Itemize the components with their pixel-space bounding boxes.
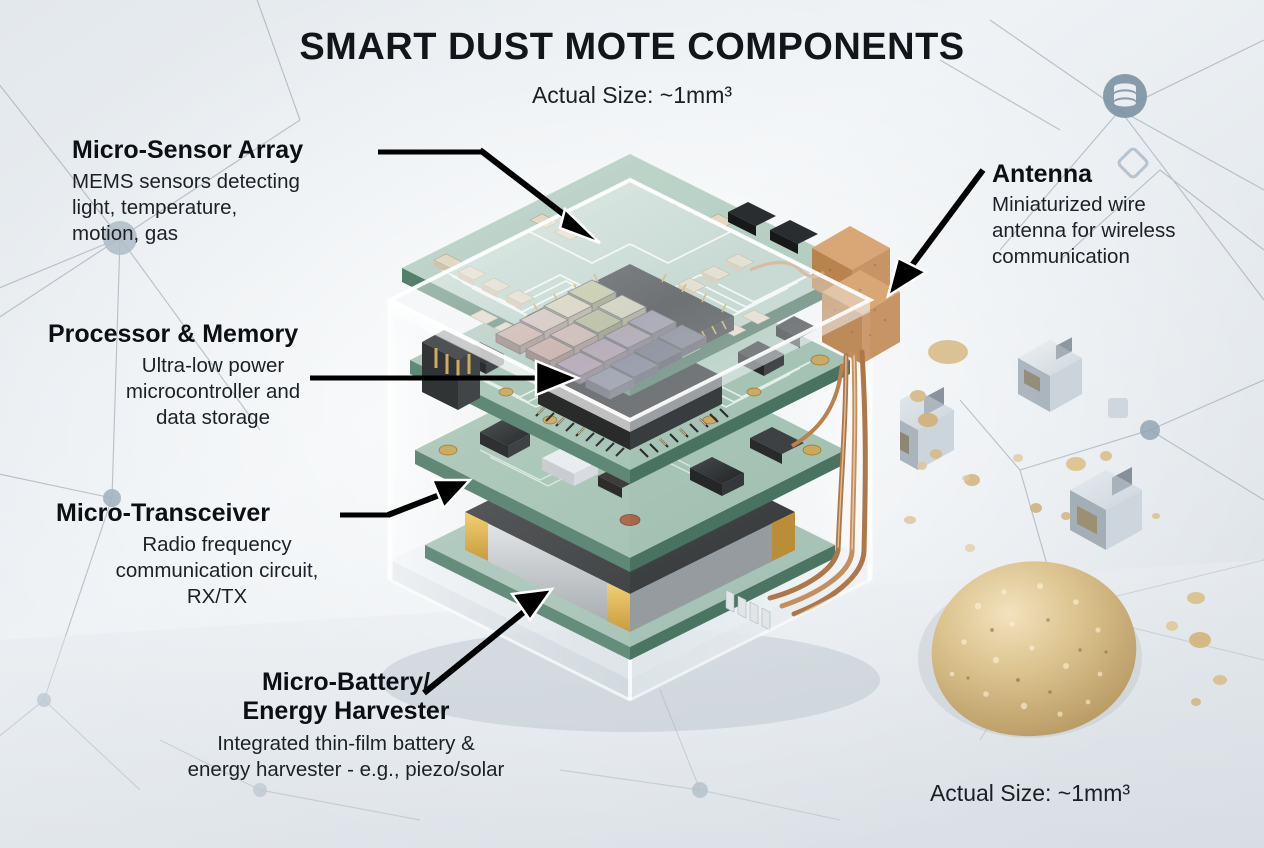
callout-heading: Antenna [992, 160, 1092, 188]
callout-micro-battery-energy-harvester: Micro-Battery/ Energy Harvester Integrat… [116, 668, 576, 783]
page-subtitle: Actual Size: ~1mm³ [531, 82, 733, 108]
callout-processor-memory: Processor & Memory Ultra-low power micro… [48, 320, 378, 432]
callout-body: Integrated thin-film battery & energy ha… [187, 732, 505, 782]
mote-cube [900, 387, 954, 470]
mote-cube [1070, 467, 1142, 550]
callout-antenna: Antenna Miniaturized wire antenna for wi… [992, 160, 1252, 271]
callout-body: Miniaturized wire antenna for wireless c… [992, 193, 1176, 269]
callout-heading: Micro-Transceiver [56, 499, 270, 527]
callout-heading: Micro-Battery/ Energy Harvester [242, 668, 450, 725]
scale-comparison-scene [900, 337, 1227, 738]
callout-body: Ultra-low power microcontroller and data… [125, 354, 301, 430]
callout-heading: Processor & Memory [48, 320, 299, 348]
callout-micro-transceiver: Micro-Transceiver Radio frequency commun… [52, 499, 382, 611]
sand-grain-large [918, 561, 1142, 738]
page-title: SMART DUST MOTE COMPONENTS [299, 26, 965, 68]
database-icon [1103, 74, 1147, 118]
callout-body: Radio frequency communication circuit, R… [115, 533, 319, 609]
callout-heading: Micro-Sensor Array [72, 136, 304, 164]
scale-caption: Actual Size: ~1mm³ [929, 780, 1131, 806]
cube-glass-front [385, 177, 875, 702]
smart-dust-mote-cube [380, 154, 900, 732]
mote-cube [1018, 337, 1082, 412]
sand-specks [904, 340, 1227, 706]
callout-body: MEMS sensors detecting light, temperatur… [72, 170, 300, 246]
callout-micro-sensor-array: Micro-Sensor Array MEMS sensors detectin… [72, 136, 402, 248]
